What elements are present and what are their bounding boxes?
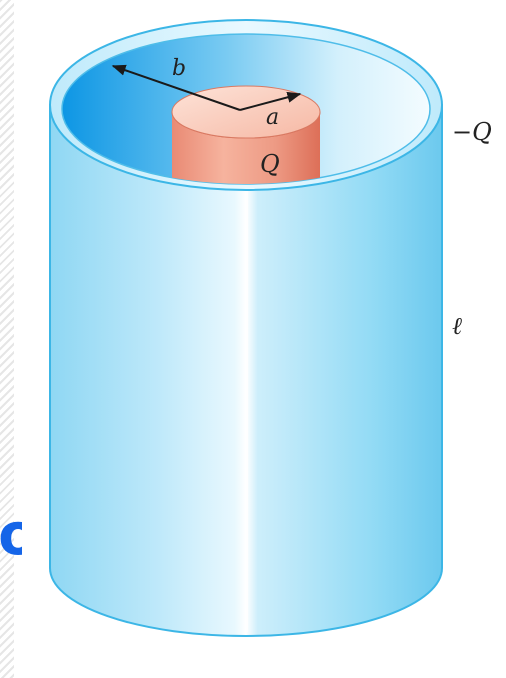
label-inner-charge: Q [260, 150, 280, 178]
radius-b-arrow [111, 64, 241, 111]
inner-cylinder [171, 85, 321, 184]
label-inner-radius: a [266, 105, 279, 130]
label-length: ℓ [452, 312, 462, 340]
page-edge-hatching [0, 0, 14, 678]
outer-shell [49, 104, 443, 637]
label-outer-radius: b [172, 56, 186, 81]
edge-text-fragment: o [0, 503, 22, 565]
radius-a-arrow [239, 91, 302, 111]
label-outer-charge: −Q [452, 118, 492, 146]
